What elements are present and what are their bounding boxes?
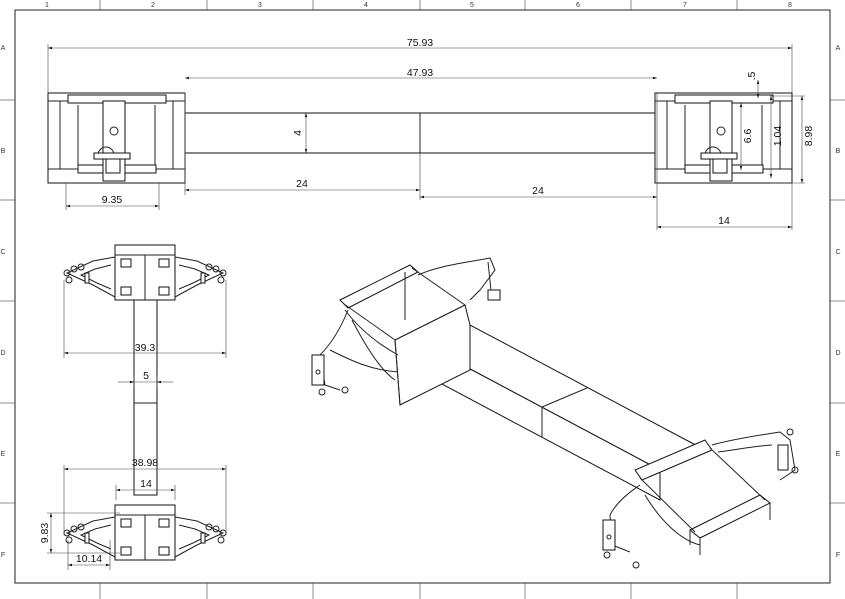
zone-row-a: A [1, 45, 6, 52]
dim-arm-length: 10.14 [76, 553, 102, 565]
zone-row-d-right: D [835, 350, 840, 357]
zone-row-f-right: F [836, 552, 840, 559]
zone-col-2: 2 [151, 2, 155, 9]
zone-col-1: 1 [45, 2, 49, 9]
dim-beam-height: 4 [292, 130, 304, 136]
zone-row-b-right: B [836, 148, 841, 155]
dim-mid-height: 1.04 [772, 126, 784, 147]
dim-beam-length: 47.93 [407, 67, 433, 79]
zone-col-5: 5 [470, 2, 474, 9]
zone-col-4: 4 [364, 2, 368, 9]
left-end-block [47, 92, 186, 184]
left-frame-iso [311, 257, 501, 406]
dim-bottom-width: 38.98 [132, 457, 158, 469]
zone-row-e-right: E [836, 451, 841, 458]
zone-col-7: 7 [683, 2, 687, 9]
top-view: 75.93 47.93 4 24 24 9.35 14 .5 6.6 1.04 … [47, 37, 815, 230]
zone-row-d: D [0, 350, 5, 357]
side-view: 39.3 5 38.98 14 9.83 10.14 [39, 244, 227, 570]
zone-row-a-right: A [836, 45, 841, 52]
dim-top-width: 39.3 [135, 342, 156, 354]
zone-col-8: 8 [788, 2, 792, 9]
dim-half-left: 24 [296, 178, 308, 190]
dim-block-height: 9.83 [39, 523, 51, 544]
dim-end-offset: 9.35 [102, 194, 123, 206]
zone-col-3: 3 [258, 2, 262, 9]
right-frame-iso [602, 428, 799, 569]
isometric-view [311, 257, 799, 569]
dim-overall-length: 75.93 [407, 37, 433, 49]
top-arm-assembly [63, 244, 227, 301]
zone-row-b: B [1, 148, 6, 155]
zone-row-c: C [0, 249, 5, 256]
zone-row-e: E [1, 451, 6, 458]
dim-small-gap: .5 [746, 71, 758, 80]
dim-beam-width: 5 [143, 370, 149, 382]
dim-half-right: 24 [532, 185, 544, 197]
dim-end-width: 14 [718, 215, 730, 227]
zone-row-f: F [1, 552, 5, 559]
dim-block-width: 14 [140, 478, 152, 490]
zone-col-6: 6 [576, 2, 580, 9]
zone-row-c-right: C [835, 249, 840, 256]
dim-end-height: 8.98 [803, 126, 815, 147]
dim-inner-height: 6.6 [742, 129, 754, 144]
